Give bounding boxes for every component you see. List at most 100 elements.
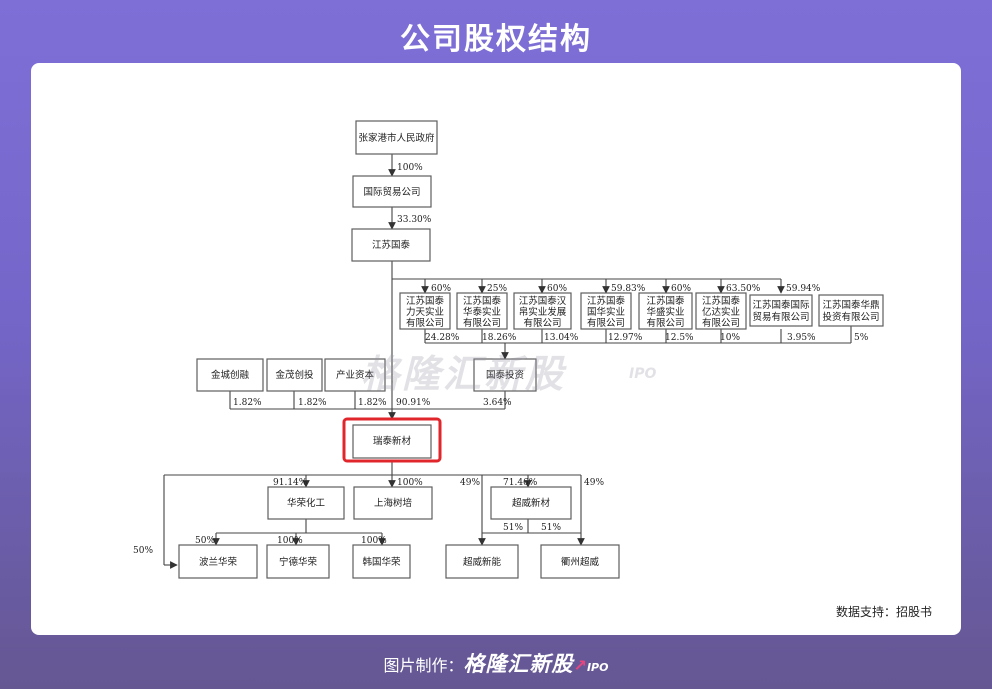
pct-rt-sh: 100%: [397, 478, 423, 488]
pct-intl-gt: 33.30%: [397, 215, 432, 225]
svg-text:江苏国泰: 江苏国泰: [646, 295, 685, 307]
node-s4: 江苏国泰 国华实业 有限公司: [580, 292, 632, 330]
pct-s6-inv: 10%: [720, 333, 740, 343]
pct-s8-inv: 5%: [854, 333, 869, 343]
pct-hr-pl: 50%: [195, 536, 215, 546]
node-sh: 上海树培: [353, 486, 433, 520]
svg-text:国华实业: 国华实业: [587, 306, 625, 318]
pct-gov-intl: 100%: [397, 163, 423, 173]
pct-s7-inv: 3.95%: [787, 333, 816, 343]
svg-text:产业资本: 产业资本: [336, 369, 375, 381]
pct-s1-inv: 24.28%: [425, 333, 460, 343]
pct-hr-nd: 100%: [277, 536, 303, 546]
highlight-frame: [342, 417, 442, 463]
watermark-ipo: IPO: [629, 366, 657, 382]
svg-text:有限公司: 有限公司: [587, 317, 625, 329]
svg-text:江苏国泰: 江苏国泰: [406, 295, 445, 307]
node-kr: 韩国华荣: [352, 544, 411, 579]
pct-gt-s3: 60%: [547, 284, 567, 294]
spark-icon: ↗: [573, 656, 587, 675]
pct-rt-cw: 71.46%: [503, 478, 538, 488]
node-s6: 江苏国泰 亿达实业 有限公司: [695, 292, 747, 330]
pct-rt-pl: 50%: [133, 546, 153, 556]
pct-gt-s5: 60%: [671, 284, 691, 294]
node-jm: 金茂创投: [266, 358, 323, 392]
svg-text:贸易有限公司: 贸易有限公司: [752, 311, 809, 323]
node-s2: 江苏国泰 华泰实业 有限公司: [456, 292, 508, 330]
pct-rt-cwn: 49%: [460, 478, 480, 488]
pct-s4-inv: 12.97%: [608, 333, 643, 343]
svg-text:华盛实业: 华盛实业: [646, 306, 684, 318]
node-s7: 江苏国泰国际 贸易有限公司: [749, 294, 813, 327]
pct-s3-inv: 13.04%: [544, 333, 579, 343]
watermark-brand: 格隆汇新股: [361, 352, 567, 396]
node-s1: 江苏国泰 力天实业 有限公司: [399, 292, 451, 330]
svg-text:瑞泰新材: 瑞泰新材: [373, 435, 412, 447]
pct-cw-qz: 51%: [541, 523, 561, 533]
svg-text:华荣化工: 华荣化工: [287, 497, 326, 509]
node-hr: 华荣化工: [267, 486, 345, 520]
node-nd: 宁德华荣: [266, 544, 330, 579]
pct-jm-rt: 1.82%: [298, 398, 327, 408]
node-jc: 金城创融: [196, 358, 264, 392]
node-cw: 超威新材: [490, 486, 572, 520]
svg-text:有限公司: 有限公司: [702, 317, 740, 329]
svg-text:有限公司: 有限公司: [523, 317, 561, 329]
pct-rt-hr: 91.14%: [273, 478, 308, 488]
svg-text:超威新能: 超威新能: [463, 556, 502, 568]
svg-text:投资有限公司: 投资有限公司: [822, 311, 879, 323]
node-gtinv: 国泰投资: [473, 358, 537, 392]
page-title: 公司股权结构: [400, 22, 592, 57]
footer-ipo: IPO: [586, 661, 609, 674]
svg-text:江苏国泰华鼎: 江苏国泰华鼎: [822, 299, 879, 311]
node-s5: 江苏国泰 华盛实业 有限公司: [638, 292, 693, 330]
footer-brand: 格隆汇新股: [463, 652, 574, 676]
pct-gt-s6: 63.50%: [726, 284, 761, 294]
footer: 图片制作：格隆汇新股↗IPO: [0, 648, 992, 678]
pct-gt-s4: 59.83%: [611, 284, 646, 294]
node-gov: 张家港市人民政府: [355, 120, 438, 155]
node-s8: 江苏国泰华鼎 投资有限公司: [818, 294, 884, 327]
svg-text:金茂创投: 金茂创投: [275, 369, 314, 381]
node-cy: 产业资本: [324, 358, 386, 392]
edges: [163, 154, 852, 569]
node-s3: 江苏国泰汉 帛实业发展 有限公司: [513, 292, 572, 330]
pct-inv-rt: 3.64%: [483, 398, 512, 408]
node-intl: 国际贸易公司: [352, 175, 432, 208]
svg-text:宁德华荣: 宁德华荣: [279, 556, 318, 568]
pct-jc-rt: 1.82%: [233, 398, 262, 408]
svg-text:江苏国泰: 江苏国泰: [702, 295, 741, 307]
svg-text:帛实业发展: 帛实业发展: [519, 306, 567, 318]
svg-text:江苏国泰: 江苏国泰: [587, 295, 626, 307]
ownership-diagram: 张家港市人民政府 国际贸易公司 江苏国泰 江苏国泰 力天实业 有限公司 江苏国泰…: [133, 120, 884, 579]
node-label: 江苏国泰: [372, 239, 411, 251]
node-pl: 波兰华荣: [178, 544, 258, 579]
svg-text:力天实业: 力天实业: [406, 306, 444, 318]
pct-s5-inv: 12.5%: [665, 333, 694, 343]
svg-text:超威新材: 超威新材: [512, 497, 551, 509]
svg-text:亿达实业: 亿达实业: [702, 306, 740, 318]
node-cwn: 超威新能: [445, 544, 519, 579]
pct-s2-inv: 18.26%: [482, 333, 517, 343]
svg-text:金城创融: 金城创融: [211, 369, 250, 381]
svg-text:有限公司: 有限公司: [406, 317, 444, 329]
node-rt: 瑞泰新材: [352, 424, 432, 459]
pct-gt-rt: 90.91%: [396, 398, 431, 408]
svg-text:上海树培: 上海树培: [374, 497, 413, 509]
source-note: 数据支持：招股书: [835, 605, 932, 619]
svg-text:江苏国泰国际: 江苏国泰国际: [752, 299, 810, 311]
svg-text:国泰投资: 国泰投资: [486, 369, 525, 381]
pct-rt-qz: 49%: [584, 478, 604, 488]
svg-text:华泰实业: 华泰实业: [463, 306, 501, 318]
footer-prefix: 图片制作：: [383, 656, 464, 675]
pct-gt-s1: 60%: [431, 284, 451, 294]
node-label: 国际贸易公司: [363, 186, 420, 198]
svg-text:有限公司: 有限公司: [463, 317, 501, 329]
node-gt: 江苏国泰: [351, 228, 431, 262]
svg-text:江苏国泰: 江苏国泰: [463, 295, 502, 307]
pct-cy-rt: 1.82%: [358, 398, 387, 408]
diagram-panel: 张家港市人民政府 国际贸易公司 江苏国泰 江苏国泰 力天实业 有限公司 江苏国泰…: [31, 63, 961, 635]
node-label: 张家港市人民政府: [358, 132, 435, 144]
pct-hr-kr: 100%: [361, 536, 387, 546]
svg-text:衢州超威: 衢州超威: [561, 556, 600, 568]
